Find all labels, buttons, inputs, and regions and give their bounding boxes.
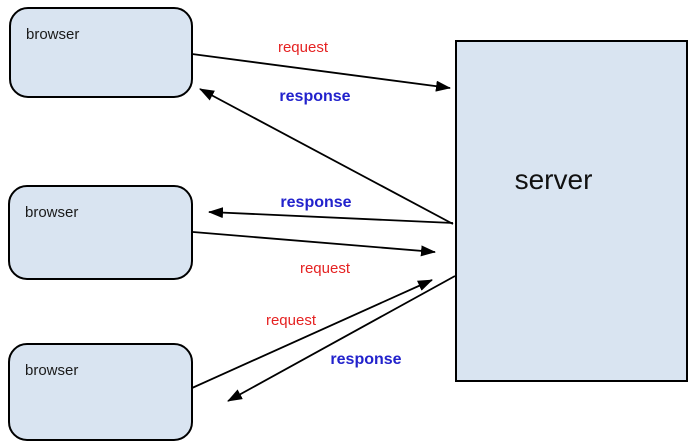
browser-node-1: browser	[9, 7, 193, 98]
response-label-3: response	[330, 351, 401, 368]
request-arrow-3	[191, 279, 433, 389]
server-node-label: server	[514, 164, 593, 195]
response-arrow-3	[227, 275, 456, 402]
browser-node-2-label: browser	[25, 204, 79, 221]
response-arrow-2	[208, 207, 454, 224]
browser-node-3-label: browser	[25, 362, 79, 379]
browser-node-3: browser	[8, 343, 193, 441]
request-arrow-1	[191, 53, 451, 92]
request-label-2: request	[300, 260, 351, 277]
browser-node-1-label: browser	[26, 26, 80, 43]
server-node: server	[455, 40, 688, 382]
request-arrow-2	[192, 231, 436, 257]
browser-node-2: browser	[8, 185, 193, 280]
response-arrow-1	[199, 88, 454, 225]
response-label-1: response	[279, 88, 350, 105]
request-label-1: request	[278, 39, 329, 56]
response-label-2: response	[280, 194, 351, 211]
request-label-3: request	[266, 312, 317, 329]
